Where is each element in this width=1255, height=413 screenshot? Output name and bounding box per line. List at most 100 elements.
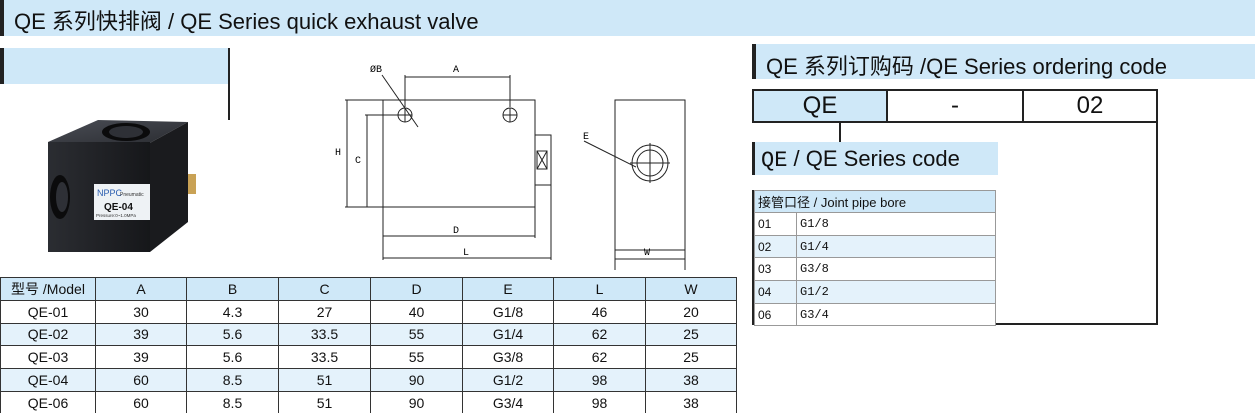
dim-label-d: D <box>453 226 459 237</box>
col-header-c: C <box>278 277 371 301</box>
dim-label-e: E <box>583 132 589 143</box>
product-photo: NPPC Pneumatic QE-04 Pressure:0~1.0MPa <box>48 120 196 252</box>
cell-l: 62 <box>553 322 646 347</box>
cell-a: 39 <box>95 345 187 370</box>
cell-w: 38 <box>645 368 737 392</box>
cell-a: 39 <box>95 322 187 347</box>
cell-model: QE-04 <box>0 368 96 392</box>
cell-l: 98 <box>553 368 646 392</box>
bore-code: 06 <box>754 302 797 327</box>
cell-d: 90 <box>370 368 463 392</box>
col-header-model: 型号 /Model <box>0 277 96 301</box>
cell-e: G1/2 <box>462 368 554 392</box>
cell-d: 90 <box>370 390 463 413</box>
code-part-series: QE <box>752 89 888 123</box>
code-part-bore: 02 <box>1022 89 1158 123</box>
cell-c: 27 <box>278 299 371 324</box>
brand-sub-label: Pneumatic <box>120 192 144 198</box>
col-header-d: D <box>370 277 463 301</box>
cell-model: QE-06 <box>0 390 96 413</box>
bore-table-header: 接管口径 / Joint pipe bore <box>754 190 996 213</box>
bore-row: 04 G1/2 <box>754 280 996 304</box>
table-row: QE-03 39 5.6 33.5 55 G3/8 62 25 <box>0 345 737 370</box>
bore-code: 04 <box>754 280 797 304</box>
cell-d: 40 <box>370 299 463 324</box>
series-code-label: QE / QE Series code <box>752 142 998 175</box>
cell-l: 98 <box>553 390 646 413</box>
cell-a: 30 <box>95 299 187 324</box>
spec-table-header: 型号 /Model A B C D E L W <box>0 277 737 301</box>
cell-e: G3/8 <box>462 345 554 370</box>
cell-w: 25 <box>645 345 737 370</box>
cell-a: 60 <box>95 368 187 392</box>
model-label: QE-04 <box>104 202 133 213</box>
cell-l: 62 <box>553 345 646 370</box>
cell-b: 4.3 <box>186 299 279 324</box>
cell-c: 51 <box>278 368 371 392</box>
col-header-a: A <box>95 277 187 301</box>
col-header-w: W <box>645 277 737 301</box>
cell-b: 5.6 <box>186 345 279 370</box>
bore-table-left-line <box>752 190 754 325</box>
section-bar <box>0 48 228 84</box>
series-code-prefix: QE <box>761 148 788 173</box>
cell-b: 5.6 <box>186 322 279 347</box>
code-part-separator: - <box>886 89 1024 123</box>
cell-d: 55 <box>370 345 463 370</box>
dim-label-c: C <box>355 156 361 167</box>
bore-size: G1/4 <box>796 234 996 259</box>
col-header-e: E <box>462 277 554 301</box>
dimension-drawing: ØB A H C D L E W <box>335 64 686 270</box>
table-row: QE-02 39 5.6 33.5 55 G1/4 62 25 <box>0 322 737 347</box>
col-header-l: L <box>553 277 646 301</box>
code-connector-line <box>839 122 841 142</box>
ordering-code-title-bar: QE 系列订购码 /QE Series ordering code <box>752 44 1255 79</box>
cell-c: 51 <box>278 390 371 413</box>
cell-e: G1/4 <box>462 322 554 347</box>
table-row: QE-01 30 4.3 27 40 G1/8 46 20 <box>0 299 737 324</box>
bore-size: G3/8 <box>796 257 996 282</box>
page-title: QE 系列快排阀 / QE Series quick exhaust valve <box>14 9 479 34</box>
bore-header: 接管口径 / Joint pipe bore <box>754 190 996 213</box>
col-header-b: B <box>186 277 279 301</box>
dim-label-w: W <box>644 248 650 259</box>
spec-table: 型号 /Model A B C D E L W QE-01 30 4.3 27 … <box>0 277 737 413</box>
section-divider <box>228 48 230 120</box>
cell-a: 60 <box>95 390 187 413</box>
cell-c: 33.5 <box>278 345 371 370</box>
series-code-text: / QE Series code <box>787 146 960 171</box>
cell-model: QE-03 <box>0 345 96 370</box>
cell-model: QE-01 <box>0 299 96 324</box>
cell-w: 25 <box>645 322 737 347</box>
ordering-frame-right <box>1156 90 1158 325</box>
cell-b: 8.5 <box>186 368 279 392</box>
bore-row: 02 G1/4 <box>754 234 996 259</box>
cell-c: 33.5 <box>278 322 371 347</box>
dim-label-h: H <box>335 148 341 159</box>
cell-b: 8.5 <box>186 390 279 413</box>
bore-size: G1/8 <box>796 212 996 236</box>
bore-row: 03 G3/8 <box>754 257 996 282</box>
title-bar: QE 系列快排阀 / QE Series quick exhaust valve <box>0 0 1255 36</box>
cell-w: 20 <box>645 299 737 324</box>
dim-label-a: A <box>453 65 459 76</box>
bore-size: G1/2 <box>796 280 996 304</box>
pressure-label: Pressure:0~1.0MPa <box>96 213 136 218</box>
bore-row: 06 G3/4 <box>754 302 996 327</box>
dim-label-l: L <box>463 248 469 259</box>
bore-code: 03 <box>754 257 797 282</box>
brand-label: NPPC <box>97 188 123 198</box>
bore-row: 01 G1/8 <box>754 212 996 236</box>
cell-d: 55 <box>370 322 463 347</box>
ordering-frame-bottom <box>996 323 1158 325</box>
cell-model: QE-02 <box>0 322 96 347</box>
table-row: QE-04 60 8.5 51 90 G1/2 98 38 <box>0 368 737 392</box>
cell-e: G1/8 <box>462 299 554 324</box>
ordering-code-title: QE 系列订购码 /QE Series ordering code <box>766 54 1168 79</box>
table-row: QE-06 60 8.5 51 90 G3/4 98 38 <box>0 390 737 413</box>
cell-e: G3/4 <box>462 390 554 413</box>
cell-w: 38 <box>645 390 737 413</box>
bore-code: 02 <box>754 234 797 259</box>
dim-label-b: ØB <box>370 64 382 76</box>
bore-code: 01 <box>754 212 797 236</box>
